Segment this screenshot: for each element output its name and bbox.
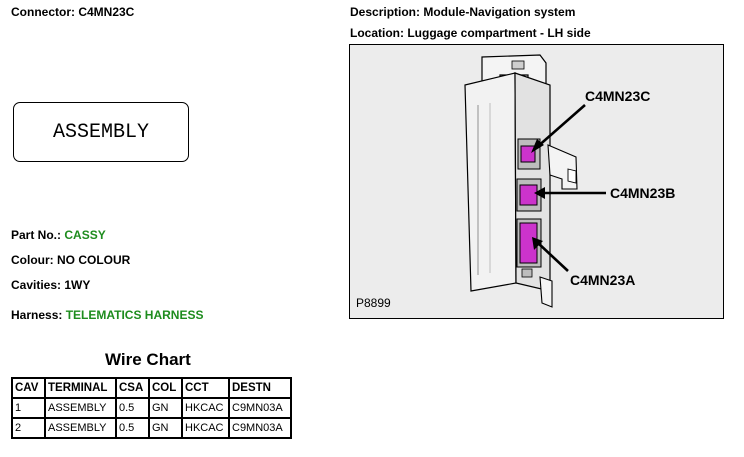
- description-text: Description: Module-Navigation system: [350, 5, 576, 19]
- figure-id: P8899: [356, 296, 391, 310]
- cell-cav: 2: [11, 417, 46, 439]
- arrowhead-b: [534, 187, 545, 199]
- part-no-label: Part No.:: [11, 228, 62, 242]
- arrowhead-a: [532, 237, 543, 250]
- callout-label-b: C4MN23B: [610, 185, 675, 201]
- assembly-label: ASSEMBLY: [52, 120, 149, 144]
- callout-label-c: C4MN23C: [585, 88, 650, 104]
- cavities-text: Cavities: 1WY: [11, 278, 91, 292]
- module-illustration: C4MN23C C4MN23B C4MN23A P8899: [349, 44, 724, 319]
- cell-col: GN: [148, 417, 183, 439]
- bracket-slot: [511, 60, 525, 70]
- module-side: [464, 72, 517, 292]
- harness-value[interactable]: TELEMATICS HARNESS: [65, 308, 204, 322]
- cell-terminal: ASSEMBLY: [44, 417, 117, 439]
- arrowhead-c: [531, 139, 544, 153]
- cell-terminal: ASSEMBLY: [44, 397, 117, 419]
- location-text: Location: Luggage compartment - LH side: [350, 26, 591, 40]
- connector-c4mn23c: [520, 145, 536, 163]
- header-cav: CAV: [11, 377, 46, 399]
- bracket-hole: [567, 168, 577, 184]
- callout-arrow-c: [535, 104, 586, 149]
- harness-row: Harness: TELEMATICS HARNESS: [11, 308, 204, 322]
- cell-col: GN: [148, 397, 183, 419]
- bottom-bracket: [539, 276, 553, 308]
- cell-destn: C9MN03A: [228, 397, 292, 419]
- callout-arrow-a: [537, 242, 569, 272]
- header-csa: CSA: [115, 377, 150, 399]
- lower-port: [521, 268, 533, 278]
- cell-cav: 1: [11, 397, 46, 419]
- wire-chart-table: CAV TERMINAL CSA COL CCT DESTN 1 ASSEMBL…: [11, 377, 292, 439]
- wire-table-header-row: CAV TERMINAL CSA COL CCT DESTN: [11, 377, 292, 399]
- assembly-box: ASSEMBLY: [13, 102, 189, 162]
- harness-label: Harness:: [11, 308, 63, 322]
- cell-csa: 0.5: [115, 417, 150, 439]
- header-col: COL: [148, 377, 183, 399]
- cell-csa: 0.5: [115, 397, 150, 419]
- colour-text: Colour: NO COLOUR: [11, 253, 131, 267]
- connector-c4mn23b: [519, 184, 538, 206]
- callout-label-a: C4MN23A: [570, 272, 635, 288]
- table-row: 1 ASSEMBLY 0.5 GN HKCAC C9MN03A: [11, 397, 292, 419]
- cell-cct: HKCAC: [181, 397, 230, 419]
- connector-title: Connector: C4MN23C: [11, 5, 135, 19]
- cell-destn: C9MN03A: [228, 417, 292, 439]
- header-destn: DESTN: [228, 377, 292, 399]
- cell-cct: HKCAC: [181, 417, 230, 439]
- header-terminal: TERMINAL: [44, 377, 117, 399]
- part-no-value[interactable]: CASSY: [64, 228, 106, 242]
- header-cct: CCT: [181, 377, 230, 399]
- table-row: 2 ASSEMBLY 0.5 GN HKCAC C9MN03A: [11, 417, 292, 439]
- module-drawing: C4MN23C C4MN23B C4MN23A: [464, 54, 675, 308]
- wire-chart-title: Wire Chart: [105, 350, 191, 369]
- part-no-row: Part No.: CASSY: [11, 228, 106, 242]
